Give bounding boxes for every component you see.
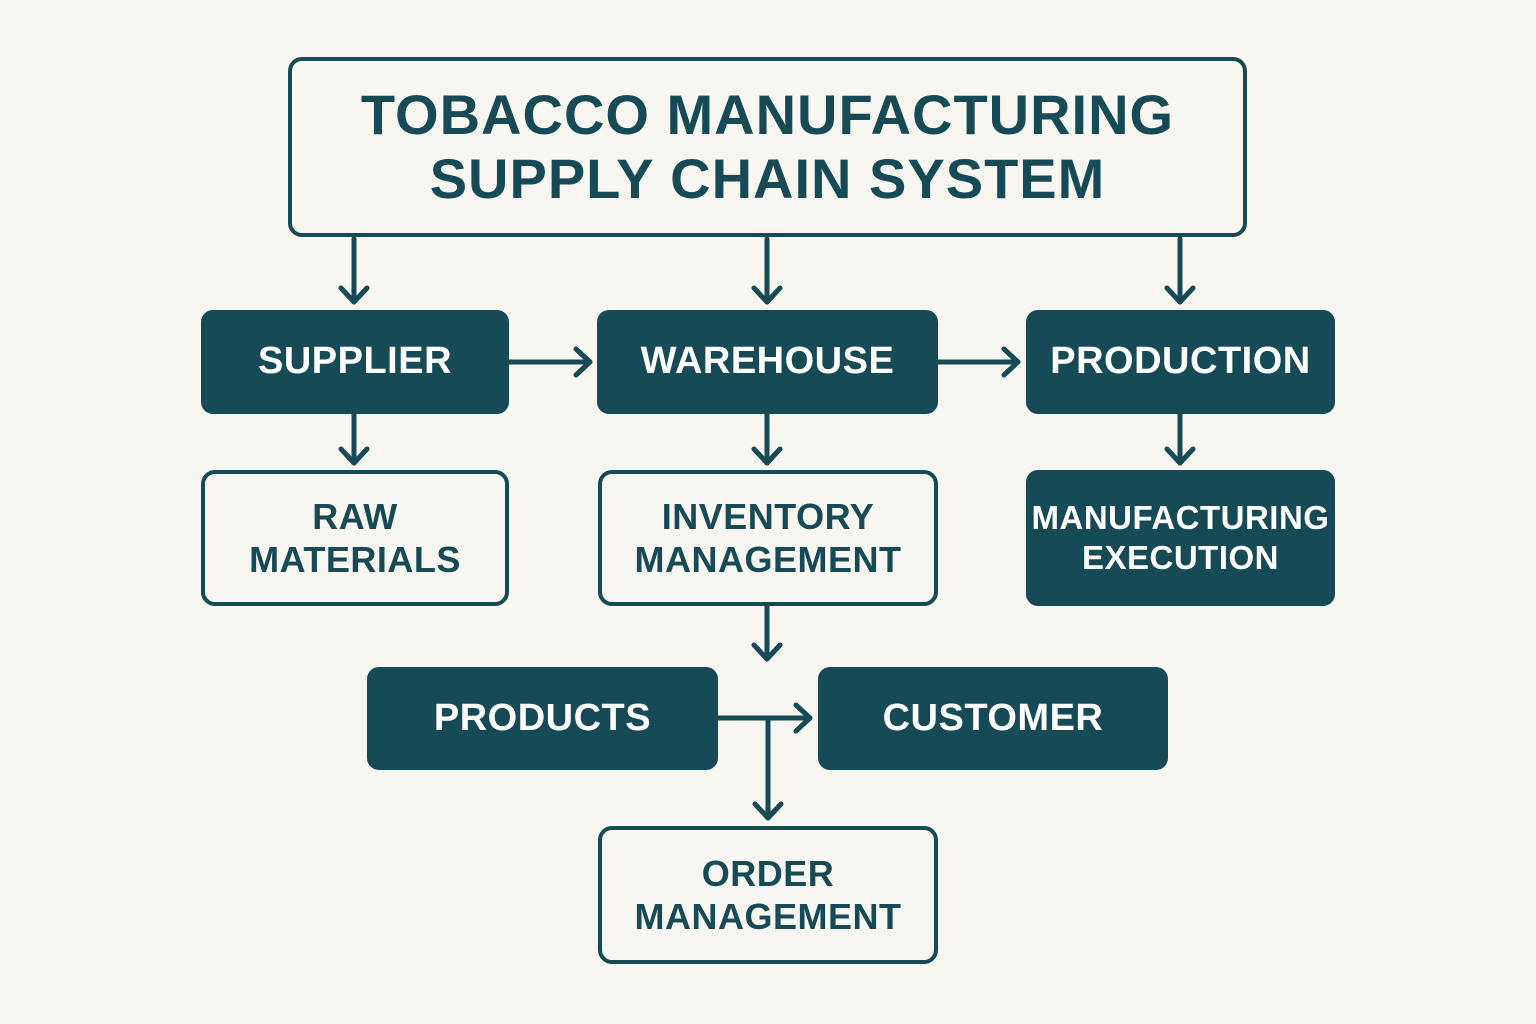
arrow-title-to-warehouse [751, 236, 783, 305]
node-manufacturing-execution[interactable]: Manufacturing Execution [1026, 470, 1335, 606]
node-inventory-management[interactable]: Inventory Management [598, 470, 938, 606]
arrow-title-to-supplier [338, 236, 370, 305]
diagram-title: Tobacco Manufacturing Supply Chain Syste… [288, 57, 1247, 237]
node-production[interactable]: Production [1026, 310, 1335, 414]
arrow-inventory-to-products-row [751, 603, 783, 662]
node-supplier-label: Supplier [257, 340, 453, 383]
arrow-products-to-customer [715, 702, 813, 734]
node-supplier[interactable]: Supplier [201, 310, 509, 414]
arrow-production-to-manufacturing-execution [1164, 411, 1196, 466]
node-raw-materials[interactable]: Raw Materials [201, 470, 509, 606]
node-warehouse[interactable]: Warehouse [597, 310, 938, 414]
node-inventory-management-line-2: Management [634, 539, 902, 580]
node-customer-label: Customer [882, 696, 1104, 739]
arrow-products-to-order-management [752, 715, 784, 821]
title-line-1: Tobacco Manufacturing [360, 82, 1175, 146]
node-products-label: Products [433, 696, 652, 739]
node-customer[interactable]: Customer [818, 667, 1168, 770]
arrow-warehouse-to-inventory [751, 411, 783, 466]
arrow-supplier-to-warehouse [506, 346, 593, 378]
arrow-warehouse-to-production [935, 346, 1021, 378]
node-manufacturing-execution-line-1: Manufacturing [1031, 499, 1330, 537]
node-inventory-management-line-1: Inventory [661, 495, 875, 537]
node-raw-materials-line-1: Raw [312, 495, 398, 537]
node-order-management-line-2: Management [634, 896, 902, 937]
node-order-management[interactable]: Order Management [598, 826, 938, 964]
title-line-2: Supply Chain System [429, 147, 1106, 210]
arrow-supplier-to-raw-materials [338, 411, 370, 466]
node-manufacturing-execution-line-2: Execution [1081, 539, 1280, 576]
node-order-management-line-1: Order [701, 852, 835, 894]
node-products[interactable]: Products [367, 667, 718, 770]
node-raw-materials-line-2: Materials [249, 539, 461, 580]
node-production-label: Production [1050, 340, 1311, 383]
node-warehouse-label: Warehouse [640, 340, 895, 383]
arrow-title-to-production [1164, 236, 1196, 305]
